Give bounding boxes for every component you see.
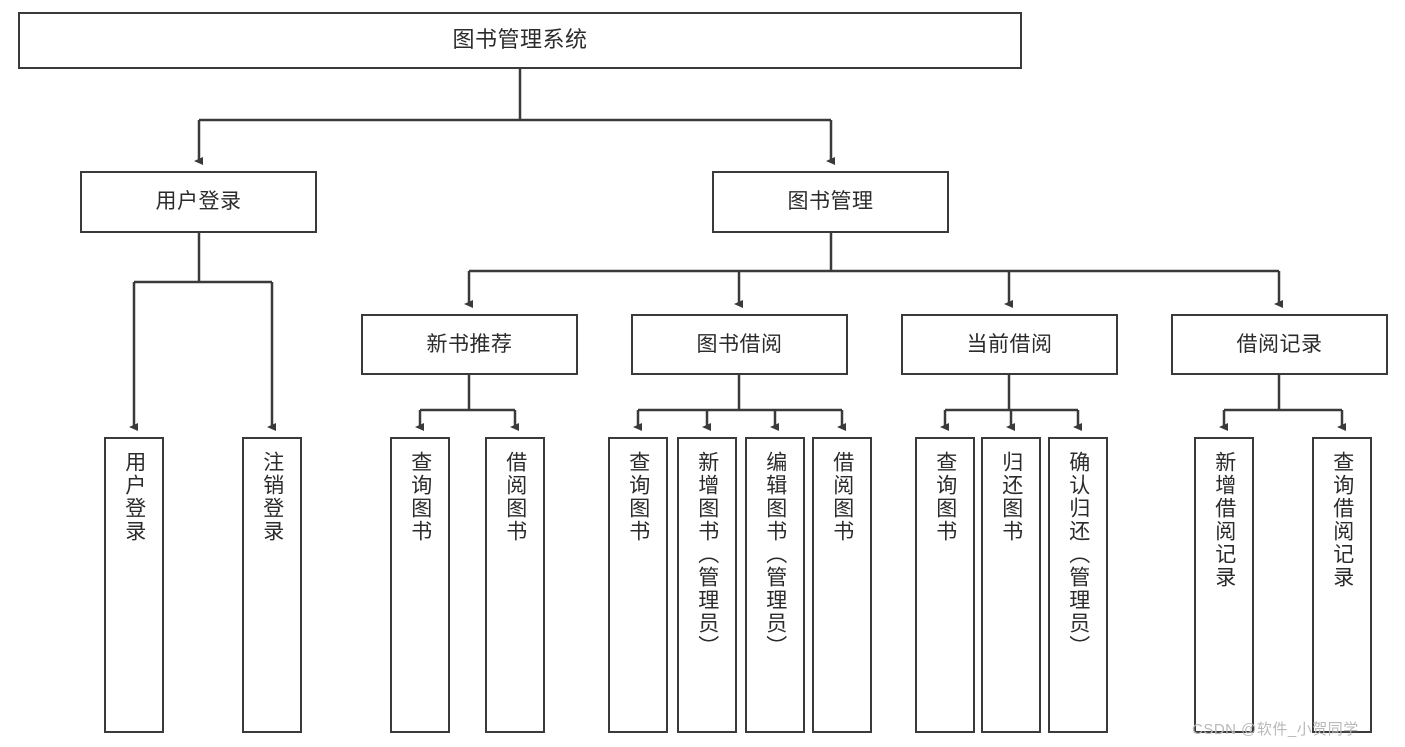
node-leaf-query-book[interactable]: 查询图书: [608, 437, 668, 733]
node-leaf-user-login-label: 用户登录: [122, 451, 146, 543]
node-leaf-add-borrow-record-label: 新增借阅记录: [1212, 451, 1236, 589]
node-leaf-confirm-return-admin[interactable]: 确认归还（管理员）: [1048, 437, 1108, 733]
node-user-login-label: 用户登录: [155, 190, 242, 214]
node-leaf-borrow-book[interactable]: 借阅图书: [812, 437, 872, 733]
node-leaf-query-book-current[interactable]: 查询图书: [915, 437, 975, 733]
node-leaf-query-book-current-label: 查询图书: [933, 451, 957, 543]
node-new-book-recommend[interactable]: 新书推荐: [361, 314, 578, 375]
node-leaf-confirm-return-admin-label: 确认归还（管理员）: [1066, 451, 1090, 658]
node-borrow-record-label: 借阅记录: [1236, 332, 1323, 356]
node-book-manage-label: 图书管理: [787, 190, 874, 214]
node-book-borrow[interactable]: 图书借阅: [631, 314, 848, 375]
node-root[interactable]: 图书管理系统: [18, 12, 1022, 69]
node-book-borrow-label: 图书借阅: [696, 332, 783, 356]
node-leaf-add-book-admin-label: 新增图书（管理员）: [695, 451, 719, 658]
node-leaf-query-book-recommend-label: 查询图书: [408, 451, 432, 543]
node-leaf-query-book-recommend[interactable]: 查询图书: [390, 437, 450, 733]
node-leaf-edit-book-admin-label: 编辑图书（管理员）: [763, 451, 787, 658]
node-leaf-add-book-admin[interactable]: 新增图书（管理员）: [677, 437, 737, 733]
node-current-borrow[interactable]: 当前借阅: [901, 314, 1118, 375]
node-root-label: 图书管理系统: [452, 27, 588, 53]
node-leaf-query-borrow-record[interactable]: 查询借阅记录: [1312, 437, 1372, 733]
node-book-manage[interactable]: 图书管理: [712, 171, 949, 233]
node-leaf-edit-book-admin[interactable]: 编辑图书（管理员）: [745, 437, 805, 733]
node-user-login[interactable]: 用户登录: [80, 171, 317, 233]
node-leaf-user-logout[interactable]: 注销登录: [242, 437, 302, 733]
node-leaf-user-logout-label: 注销登录: [260, 451, 284, 543]
node-leaf-borrow-book-recommend-label: 借阅图书: [503, 451, 527, 543]
node-leaf-query-book-label: 查询图书: [626, 451, 650, 543]
node-leaf-user-login[interactable]: 用户登录: [104, 437, 164, 733]
node-leaf-query-borrow-record-label: 查询借阅记录: [1330, 451, 1354, 589]
node-current-borrow-label: 当前借阅: [966, 332, 1053, 356]
node-leaf-return-book[interactable]: 归还图书: [981, 437, 1041, 733]
node-leaf-add-borrow-record[interactable]: 新增借阅记录: [1194, 437, 1254, 733]
node-borrow-record[interactable]: 借阅记录: [1171, 314, 1388, 375]
node-leaf-borrow-book-label: 借阅图书: [830, 451, 854, 543]
node-new-book-recommend-label: 新书推荐: [426, 332, 513, 356]
csdn-watermark: CSDN @软件_小贺同学: [1192, 721, 1359, 738]
node-leaf-borrow-book-recommend[interactable]: 借阅图书: [485, 437, 545, 733]
node-leaf-return-book-label: 归还图书: [999, 451, 1023, 543]
